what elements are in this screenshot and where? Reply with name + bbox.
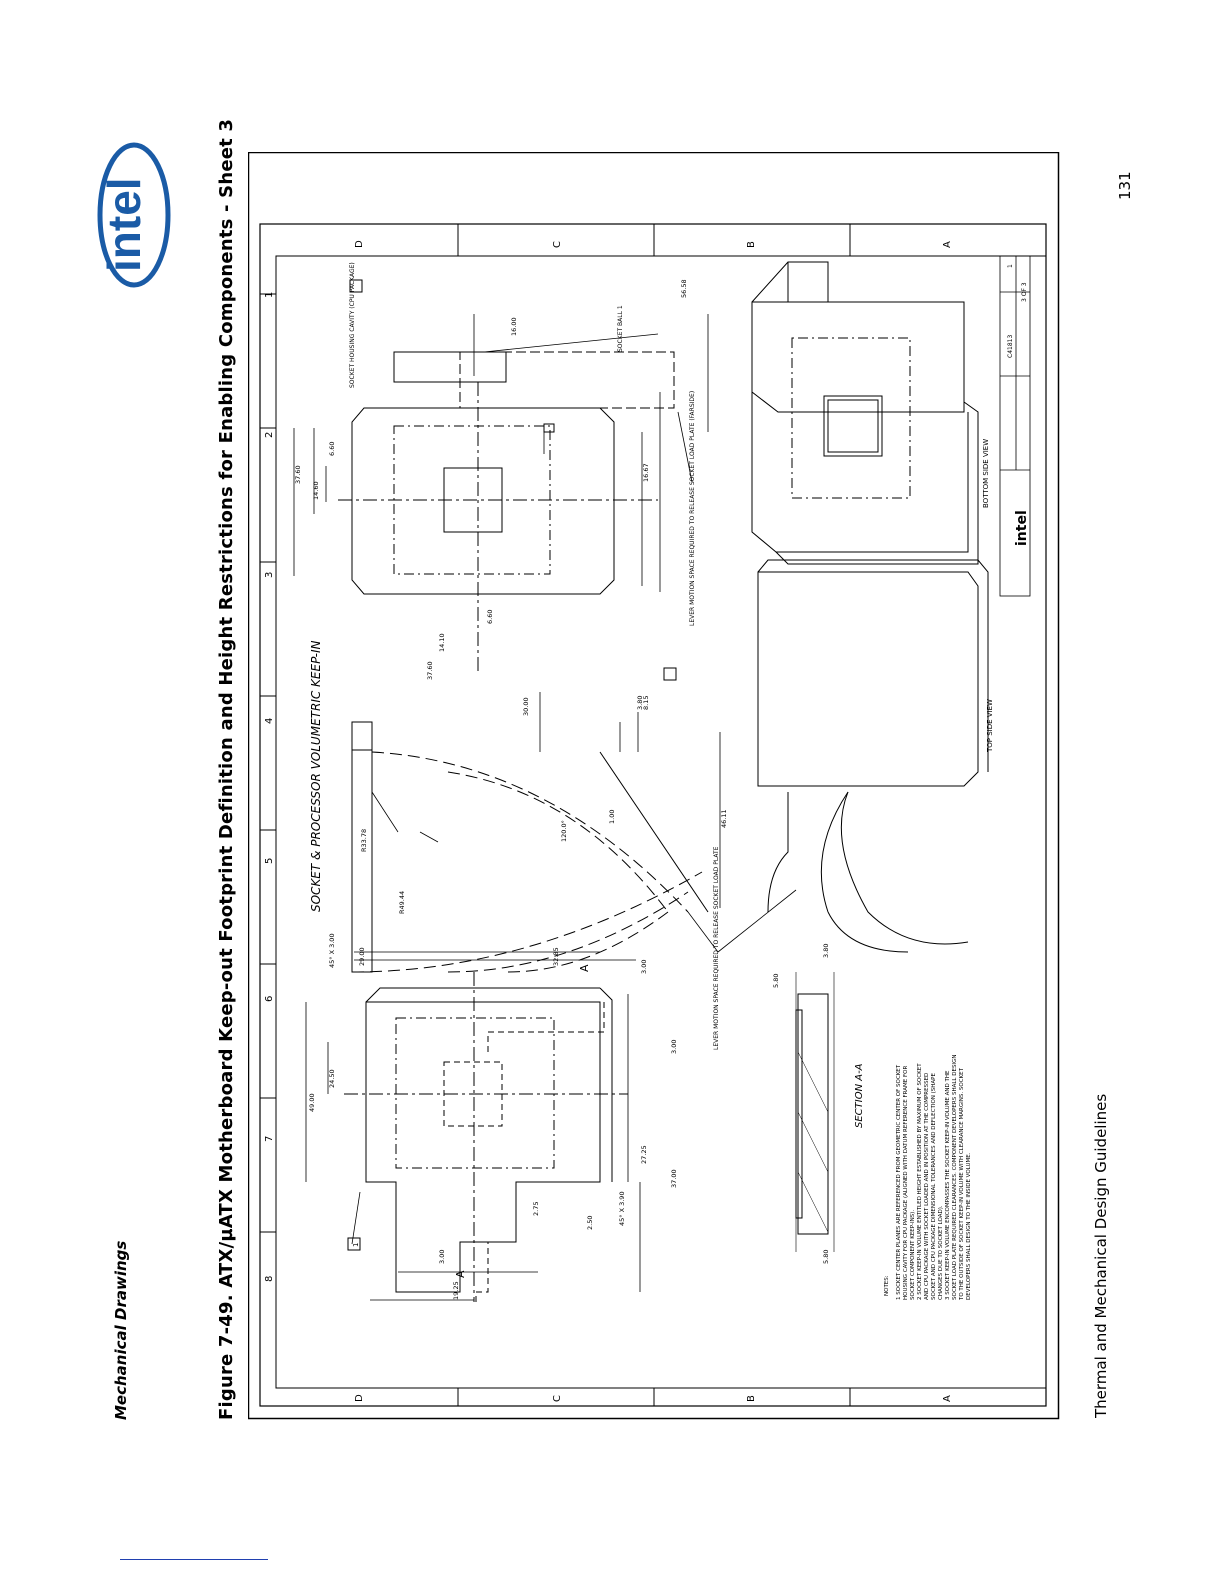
footer-doc-title: Thermal and Mechanical Design Guidelines	[1092, 1093, 1110, 1418]
flag-box-1	[347, 1237, 361, 1251]
zone-col-1: 1	[264, 292, 275, 298]
note-1: 1 SOCKET CENTER PLANES ARE REFERENCED FR…	[896, 1064, 916, 1300]
lever-leaders	[677, 411, 797, 953]
ball1-note: SOCKET BALL 1	[617, 305, 624, 352]
section-label: Mechanical Drawings	[112, 1240, 130, 1420]
dim-32-85: 32.85	[552, 947, 560, 966]
footprint-dims	[305, 951, 641, 1301]
zone-row-d-bottom: D	[354, 1394, 365, 1402]
zone-row-d: D	[354, 240, 365, 248]
chamfer-note: 45° X 3.00	[328, 933, 336, 968]
dim-16-67: 16.67	[642, 463, 650, 482]
flag-box-cavity	[349, 279, 363, 293]
title-block-company: intel	[1014, 510, 1030, 546]
notes-heading: NOTES:	[884, 1275, 890, 1296]
dim-r49-44: R49.44	[398, 891, 406, 914]
bottom-side-view	[751, 261, 979, 565]
chamfer-note-2: 45° X 3.90	[618, 1191, 626, 1226]
note-2: 2 SOCKET KEEP-IN VOLUME ENTITLED HEIGHT …	[917, 1063, 944, 1300]
zone-row-c: C	[552, 241, 563, 248]
zone-row-b-bottom: B	[746, 1395, 757, 1402]
dim-3-a: 3.00	[640, 960, 648, 974]
mechanical-drawing: 8 7 6 5 4 3 2 1 D C B A D C B A	[248, 152, 1060, 1420]
dim-29: 29.00	[358, 947, 366, 966]
note-3: 3 SOCKET KEEP-IN VOLUME ENCOMPASSES THE …	[945, 1054, 972, 1300]
keepin-dims	[371, 692, 721, 908]
inner-border	[275, 255, 1047, 1389]
dim-24-5: 24.50	[328, 1069, 336, 1088]
dim-37: 37.00	[670, 1169, 678, 1188]
title-block	[999, 255, 1031, 597]
flag-box-keepin	[663, 667, 677, 681]
cavity-view	[338, 351, 675, 672]
zone-col-5: 5	[264, 858, 275, 864]
dim-6-6-a: 6.60	[328, 442, 336, 456]
dim-8-15: 8.15	[642, 696, 650, 710]
zone-row-b: B	[746, 241, 757, 248]
dim-2-75: 2.75	[532, 1202, 540, 1216]
top-side-view	[757, 559, 989, 953]
zone-col-7: 7	[264, 1136, 275, 1142]
section-label: SECTION A-A	[854, 1063, 865, 1128]
figure-title: Figure 7-49. ATX/µATX Motherboard Keep-o…	[216, 118, 237, 1420]
dim-6-6-b: 6.60	[486, 610, 494, 624]
zone-row-c-bottom: C	[552, 1395, 563, 1402]
dim-2-5: 2.50	[586, 1216, 594, 1230]
dim-angle-120: 120.0°	[560, 820, 568, 842]
dim-1: 1.00	[608, 810, 616, 824]
title-block-dwg-no: C41813	[1007, 335, 1014, 358]
footprint-view	[344, 972, 628, 1302]
dim-27-25: 27.25	[640, 1145, 648, 1164]
outer-frame	[248, 152, 1060, 1420]
lever-note-2: LEVER MOTION SPACE REQUIRED TO RELEASE S…	[689, 391, 696, 626]
dim-16: 16.00	[510, 317, 518, 336]
notes-list: 1 SOCKET CENTER PLANES ARE REFERENCED FR…	[896, 1050, 973, 1300]
dim-14-6: 14.60	[312, 481, 320, 500]
dim-3-b: 3.00	[670, 1040, 678, 1054]
zone-row-a-bottom: A	[942, 1395, 953, 1402]
dim-46-11: 46.11	[720, 809, 728, 828]
dim-37-6-b: 37.60	[426, 661, 434, 680]
dim-r33-78: R33.78	[360, 829, 368, 852]
section-view	[795, 972, 835, 1252]
zone-col-6: 6	[264, 996, 275, 1002]
lever-note-1: LEVER MOTION SPACE REQUIRED TO RELEASE S…	[713, 846, 720, 1050]
dim-30: 30.00	[522, 697, 530, 716]
dim-3-8: 3.80	[636, 696, 644, 710]
dim-sec-5-8-b: 5.80	[822, 1250, 830, 1264]
top-view-label: TOP SIDE VIEW	[986, 699, 994, 753]
dim-49: 49.00	[308, 1093, 316, 1112]
title-block-sheet: 3 OF 3	[1021, 282, 1028, 302]
dim-14-1: 14.10	[438, 633, 446, 652]
keepin-volume	[351, 721, 709, 973]
zone-col-4: 4	[264, 718, 275, 724]
dim-19-25: 19.25	[452, 1281, 460, 1300]
dim-37-6-a: 37.60	[294, 465, 302, 484]
zone-grid	[260, 224, 851, 1406]
section-marker-a1: A	[454, 1270, 467, 1278]
dim-sec-3-8: 3.80	[822, 944, 830, 958]
flag-text-1: 1	[352, 1243, 360, 1247]
dim-56-58: 56.58	[680, 279, 688, 298]
section-marker-a2: A	[578, 964, 591, 972]
footer-rule	[120, 1559, 268, 1560]
intel-logo: intel	[97, 142, 171, 288]
logo-text: intel	[98, 177, 150, 272]
zone-col-8: 8	[264, 1276, 275, 1282]
page-number: 131	[1116, 171, 1134, 200]
bottom-view-label: BOTTOM SIDE VIEW	[982, 439, 990, 508]
title-block-rev: 1	[1007, 264, 1014, 268]
dim-3-c: 3.00	[438, 1250, 446, 1264]
cavity-note: SOCKET HOUSING CAVITY (CPU PACKAGE)	[349, 262, 356, 388]
keepin-title: SOCKET & PROCESSOR VOLUMETRIC KEEP-IN	[309, 640, 323, 912]
dim-sec-5-8-a: 5.80	[772, 974, 780, 988]
zone-col-3: 3	[264, 572, 275, 578]
zone-col-2: 2	[264, 432, 275, 438]
cavity-dims	[293, 314, 709, 592]
zone-row-a: A	[942, 241, 953, 248]
